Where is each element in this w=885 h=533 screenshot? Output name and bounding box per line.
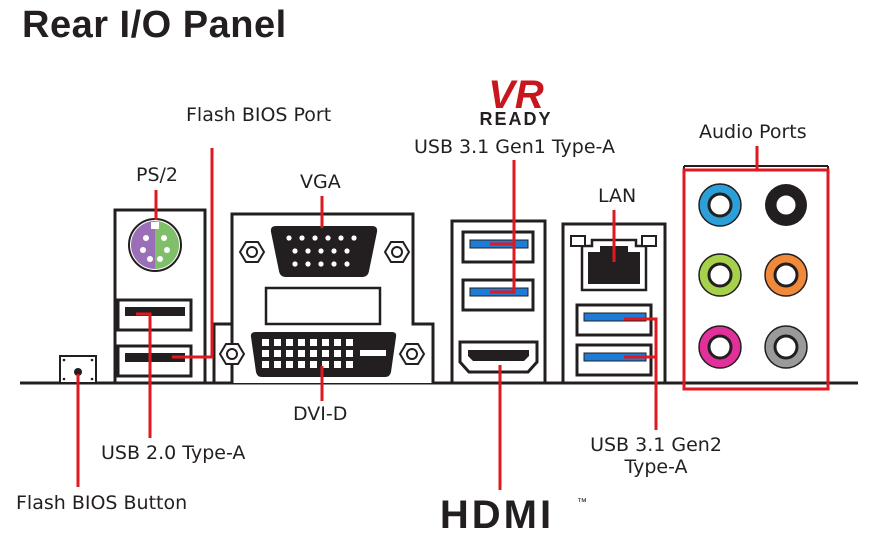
ps2-port[interactable] [128, 218, 182, 272]
usb20-port-1[interactable] [116, 298, 193, 332]
usb31-gen2-port-2[interactable] [575, 343, 653, 377]
dvi-pin [298, 361, 305, 368]
dvi-pin [334, 350, 341, 357]
callout-flash-bios-port [172, 148, 214, 359]
dvi-pin [322, 350, 329, 357]
label-usb31-gen2-line2: Type-A [624, 456, 688, 478]
lan-port[interactable] [570, 235, 657, 292]
vga-port[interactable] [270, 226, 378, 277]
dvi-pin [310, 339, 317, 346]
hdmi-port[interactable] [458, 340, 539, 374]
dvi-pin [346, 350, 353, 357]
dvi-pin [298, 339, 305, 346]
audio-jack-black[interactable] [765, 184, 807, 226]
dvi-pin [334, 361, 341, 368]
dvi-pin [322, 339, 329, 346]
dvi-screw-right [398, 343, 426, 365]
audio-jack-green[interactable] [698, 253, 742, 297]
dvi-d-port[interactable] [250, 332, 397, 377]
label-usb31-gen1: USB 3.1 Gen1 Type-A [414, 136, 615, 158]
svg-text:READY: READY [479, 109, 552, 129]
label-usb31-gen2: USB 3.1 Gen2 Type-A [588, 434, 724, 478]
vga-screw-left [238, 241, 266, 263]
dvi-pin [286, 350, 293, 357]
svg-text:™: ™ [577, 497, 587, 508]
dvi-pin [322, 361, 329, 368]
usb31gen1-hdmi-block [450, 219, 547, 385]
dvi-pin [334, 339, 341, 346]
dvi-pin [274, 361, 281, 368]
ps2-usb20-block [113, 208, 207, 385]
callout-usb20 [136, 312, 152, 438]
usb20-port-2[interactable] [116, 344, 193, 378]
svg-text:HDMI: HDMI [440, 493, 554, 533]
dvi-pin [286, 361, 293, 368]
label-usb31-gen2-line1: USB 3.1 Gen2 [590, 434, 722, 456]
label-dvi-d: DVI-D [293, 403, 348, 425]
callout-usb31-gen1 [490, 160, 516, 294]
dvi-pin [310, 350, 317, 357]
audio-highlight-box [682, 168, 830, 391]
svg-text:VR: VR [488, 73, 544, 117]
label-usb20: USB 2.0 Type-A [101, 442, 246, 464]
audio-block [683, 165, 829, 369]
vr-ready-logo: VR READY [479, 73, 552, 129]
dvi-pin [346, 339, 353, 346]
dvi-pin [346, 361, 353, 368]
dvi-pin [310, 361, 317, 368]
audio-jack-gray[interactable] [764, 325, 808, 369]
dvi-pin [274, 339, 281, 346]
page-title: Rear I/O Panel [22, 4, 287, 46]
audio-jack-orange[interactable] [764, 253, 808, 297]
usb31-gen1-port-1[interactable] [461, 230, 535, 264]
dvi-pin [298, 350, 305, 357]
label-ps2: PS/2 [136, 164, 179, 186]
dvi-pin [262, 350, 269, 357]
dvi-pin [262, 361, 269, 368]
callout-lines [76, 146, 830, 490]
usb31-gen1-port-2[interactable] [461, 278, 535, 312]
audio-jack-blue[interactable] [698, 183, 742, 227]
dvi-screw-left [218, 343, 246, 365]
hdmi-logo: HDMI ™ [440, 493, 587, 533]
audio-jack-pink[interactable] [698, 325, 742, 369]
label-flash-bios-button: Flash BIOS Button [16, 492, 188, 514]
vga-screw-right [383, 241, 411, 263]
label-flash-bios-port: Flash BIOS Port [186, 104, 332, 126]
dvi-pin [286, 339, 293, 346]
dvi-pin [262, 339, 269, 346]
label-audio-ports: Audio Ports [699, 121, 807, 143]
blank-plate [264, 286, 382, 326]
label-lan: LAN [598, 185, 637, 207]
vga-dvi-block [212, 212, 435, 383]
label-vga: VGA [300, 171, 341, 193]
dvi-pin [274, 350, 281, 357]
